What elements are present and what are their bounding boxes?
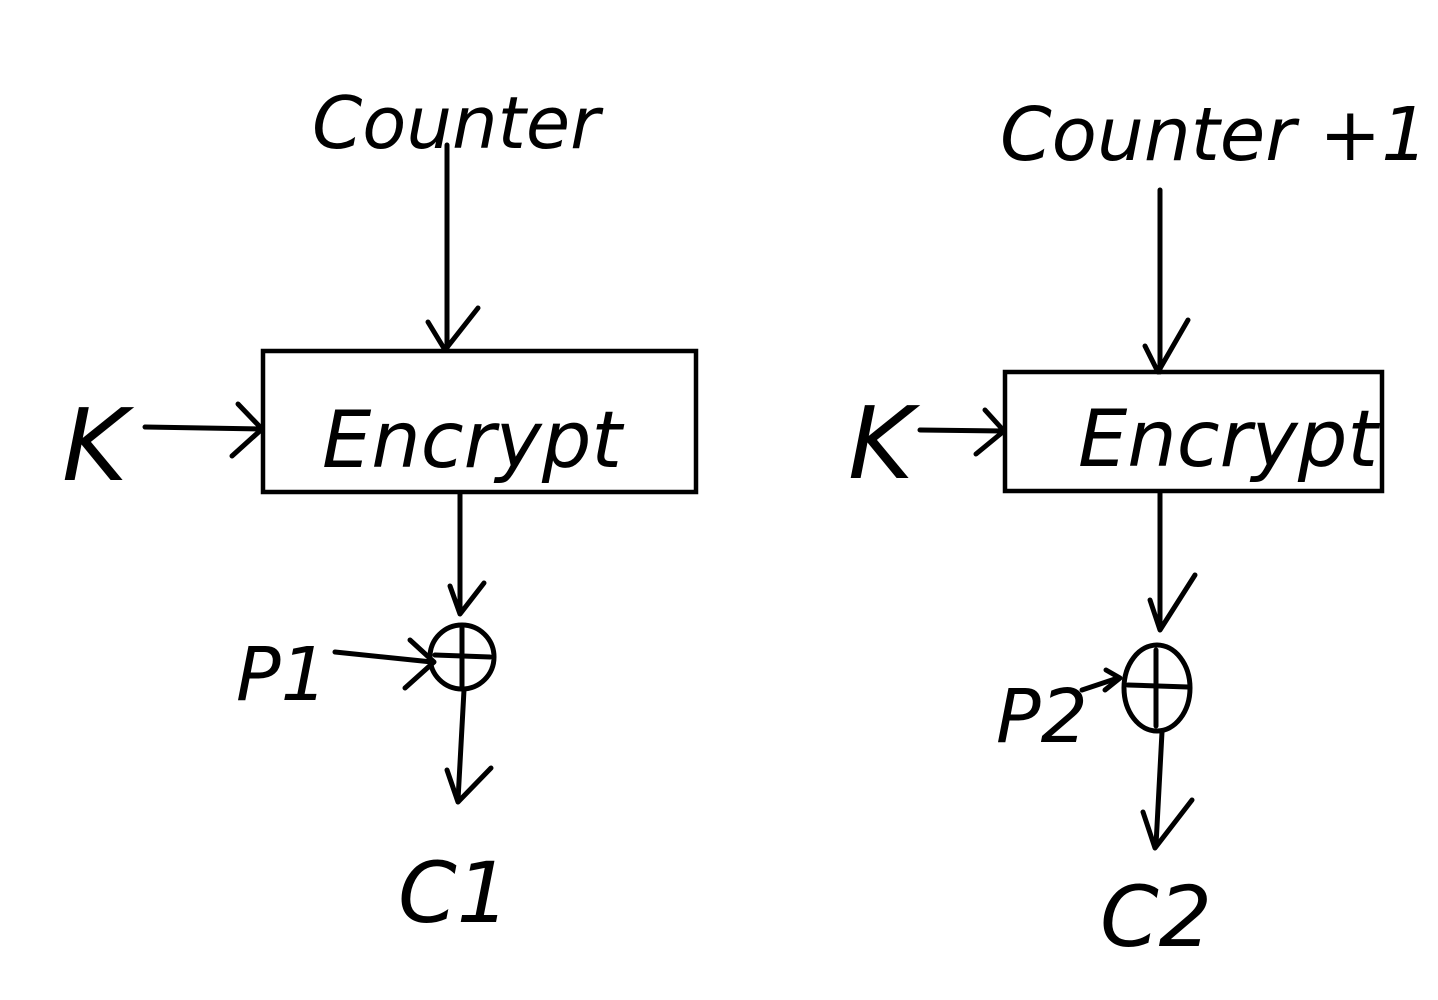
left-xor-node bbox=[427, 622, 497, 692]
right-ciphertext-arrow bbox=[1140, 729, 1195, 851]
left-encrypt-label: Encrypt bbox=[322, 396, 624, 486]
right-xor-node bbox=[1121, 642, 1193, 734]
right-encrypt-label: Encrypt bbox=[1078, 395, 1380, 485]
left-key-label: K bbox=[62, 387, 135, 504]
left-keystream-arrow bbox=[447, 491, 487, 617]
right-counter-label: Counter +1 bbox=[1000, 92, 1428, 178]
right-block: Counter +1 Encrypt K P2 bbox=[848, 92, 1428, 966]
left-block: Counter Encrypt K P1 bbox=[62, 81, 699, 942]
right-keystream-arrow bbox=[1147, 490, 1198, 633]
right-key-arrow bbox=[917, 407, 1007, 457]
right-ciphertext-label: C2 bbox=[1100, 868, 1212, 966]
left-counter-label: Counter bbox=[312, 81, 604, 165]
left-key-arrow bbox=[142, 401, 265, 459]
left-plaintext-label: P1 bbox=[236, 632, 328, 718]
left-ciphertext-label: C1 bbox=[398, 844, 510, 942]
right-counter-arrow bbox=[1142, 187, 1191, 375]
right-key-label: K bbox=[848, 385, 921, 502]
right-plaintext-label: P2 bbox=[996, 674, 1088, 760]
left-encrypt-box bbox=[260, 348, 699, 495]
right-plaintext-arrow bbox=[1079, 667, 1123, 693]
left-counter-arrow bbox=[425, 142, 481, 353]
left-ciphertext-arrow bbox=[444, 687, 494, 805]
left-plaintext-arrow bbox=[332, 637, 437, 691]
